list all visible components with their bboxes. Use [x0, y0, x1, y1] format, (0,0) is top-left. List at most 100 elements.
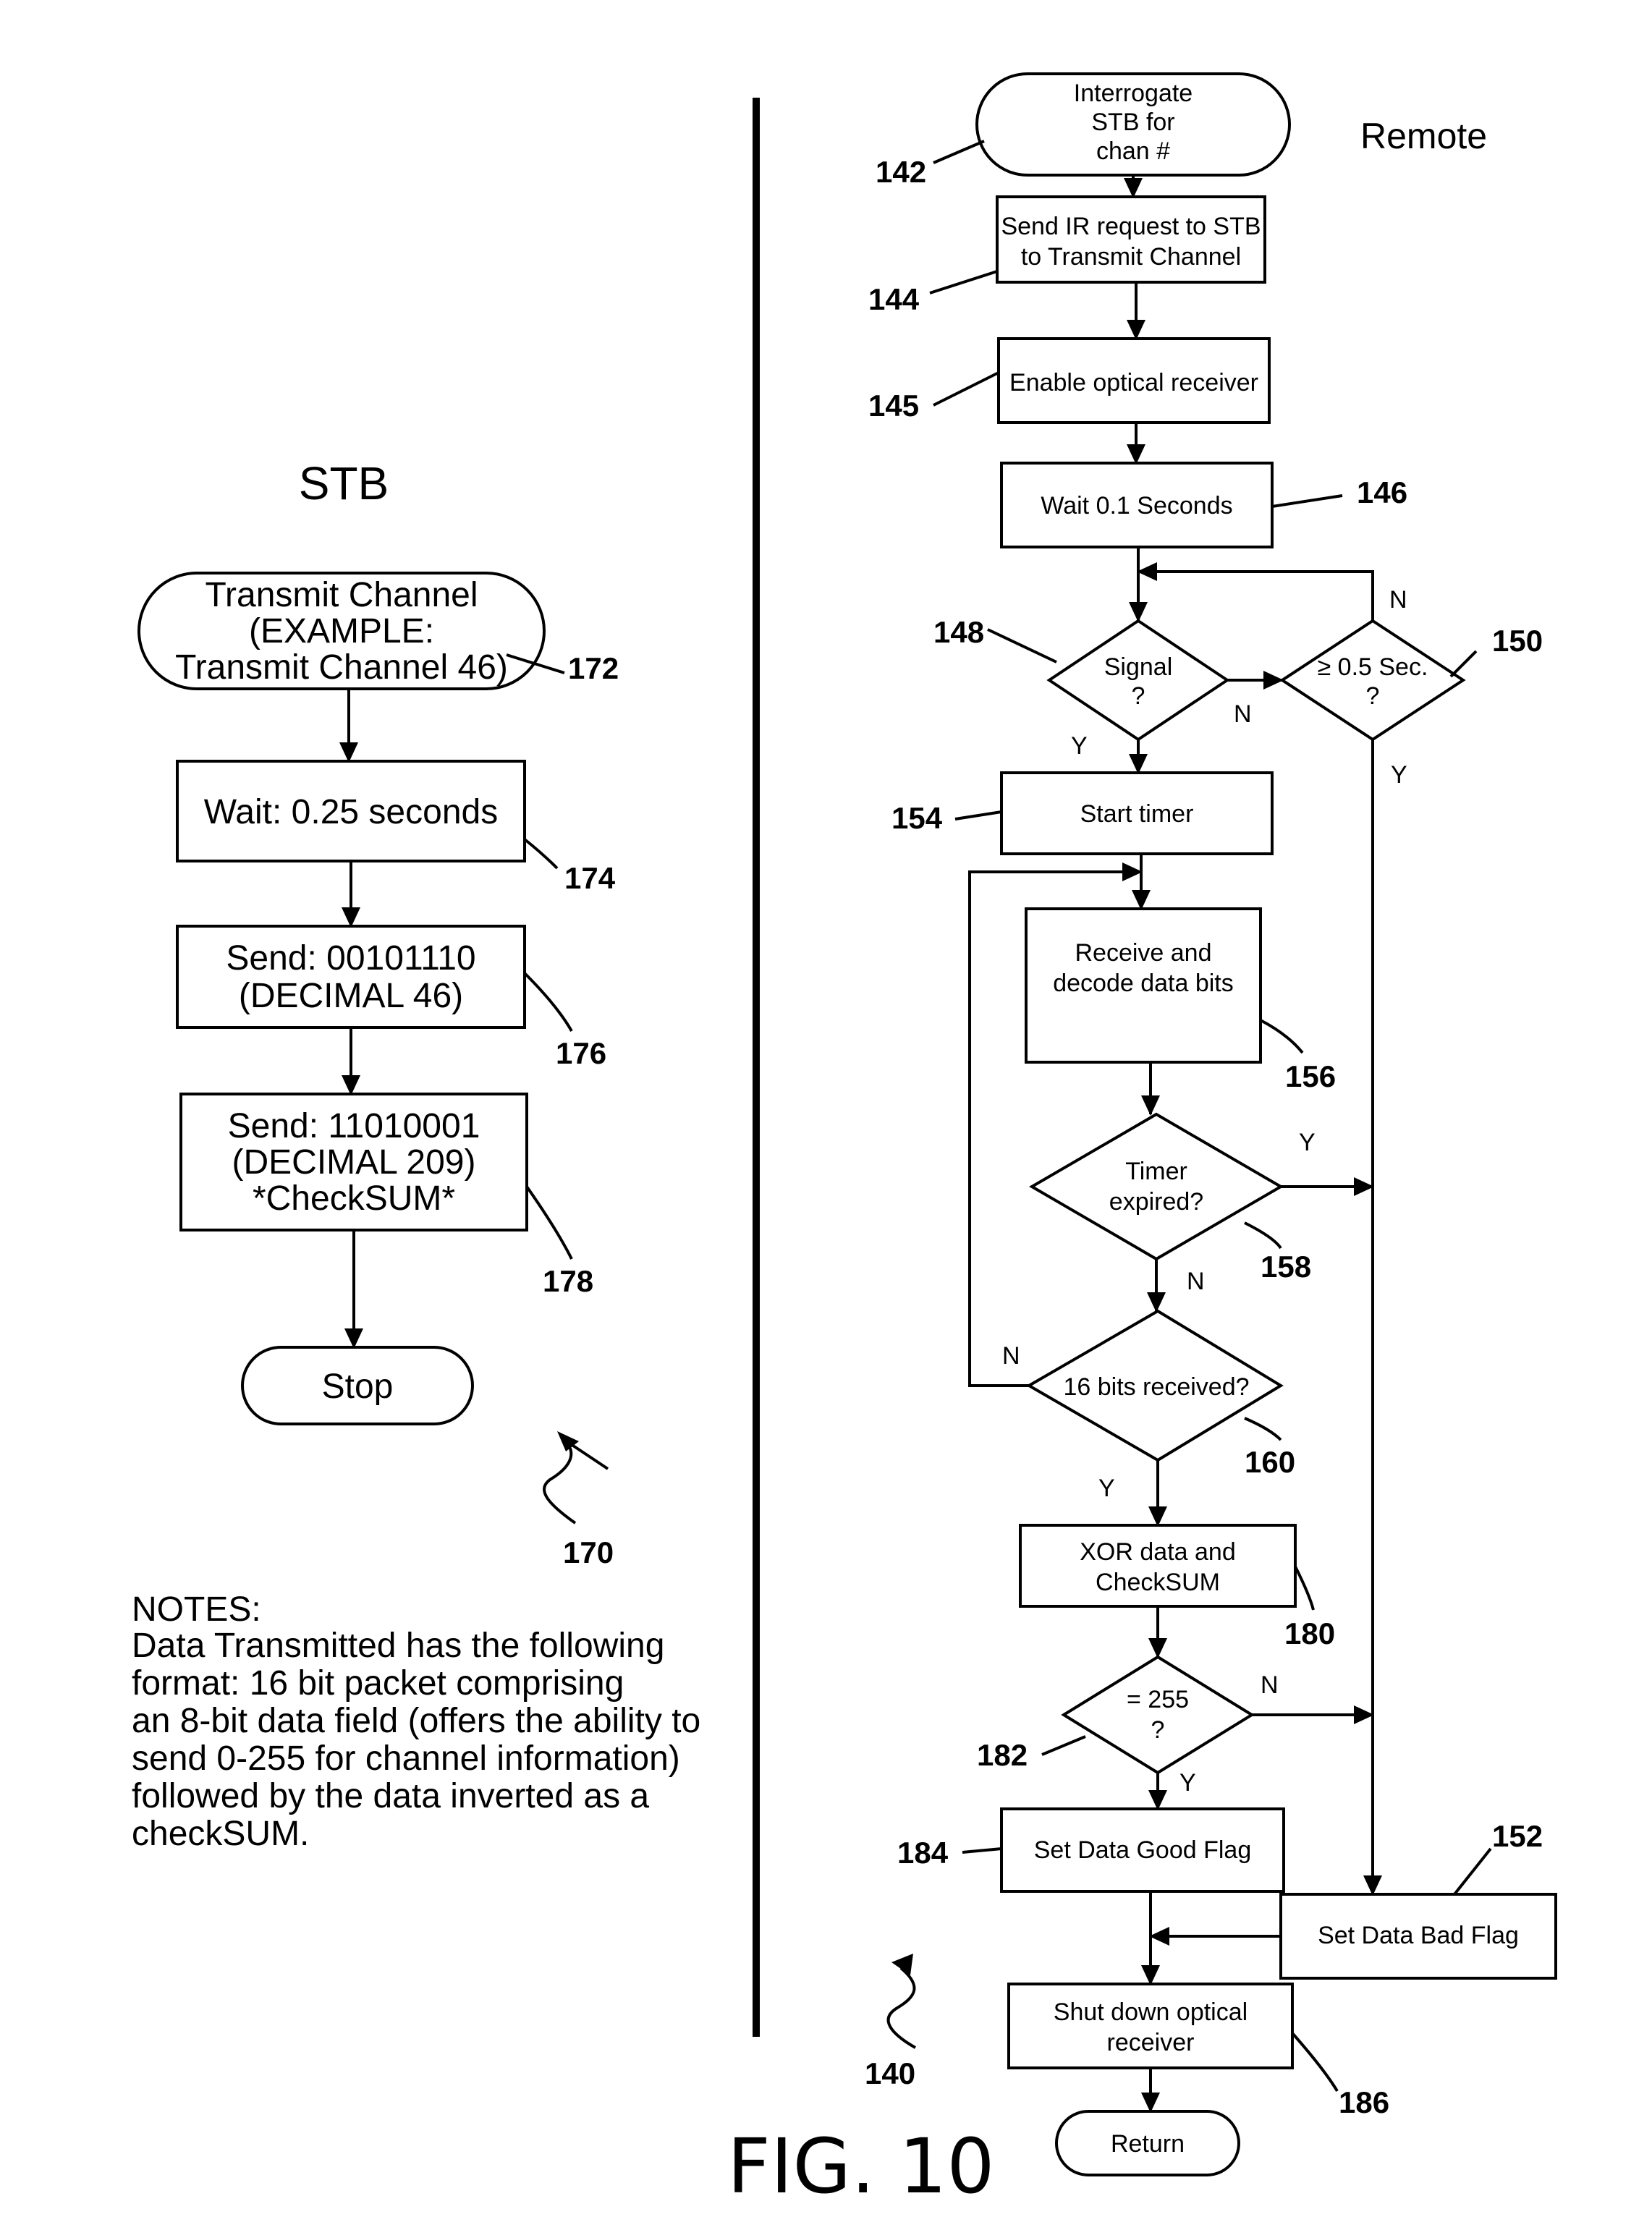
stb-checksum-line-3: *CheckSUM* [253, 1179, 455, 1218]
leader-176 [525, 973, 572, 1031]
eq255-line-1: = 255 [1127, 1686, 1189, 1713]
timeout-line-1: ≥ 0.5 Sec. [1318, 653, 1428, 681]
flow-squiggle-140 [889, 1968, 915, 2048]
leader-150 [1451, 651, 1476, 677]
xor-line-1: XOR data and [1080, 1538, 1235, 1566]
notes-line-2: format: 16 bit packet comprising [132, 1664, 624, 1703]
ref-186: 186 [1339, 2085, 1389, 2119]
start-timer-label: Start timer [1080, 800, 1194, 828]
remote-send-ir-box: Send IR request to STB to Transmit Chann… [997, 197, 1265, 282]
notes-line-5: followed by the data inverted as a [132, 1777, 649, 1815]
leader-152 [1454, 1849, 1491, 1894]
leader-184 [962, 1849, 1001, 1852]
leader-178 [527, 1187, 572, 1259]
signal-line-1: Signal [1104, 653, 1173, 681]
start-timer-box: Start timer [1001, 773, 1272, 854]
label-bits-yes: Y [1098, 1475, 1115, 1502]
stb-checksum-line-2: (DECIMAL 209) [232, 1143, 476, 1182]
remote-enable-box: Enable optical receiver [999, 339, 1269, 423]
enable-label: Enable optical receiver [1009, 369, 1258, 397]
good-flag-box: Set Data Good Flag [1001, 1809, 1284, 1891]
ref-156: 156 [1285, 1059, 1336, 1093]
stb-start-terminator: Transmit Channel (EXAMPLE: Transmit Chan… [139, 573, 544, 689]
receive-line-1: Receive and [1075, 939, 1211, 967]
send-ir-line-1: Send IR request to STB [1001, 213, 1261, 240]
remote-wait-label: Wait 0.1 Seconds [1041, 492, 1232, 520]
leader-186 [1292, 2033, 1337, 2091]
remote-heading: Remote [1360, 116, 1487, 156]
stb-start-line-3: Transmit Channel 46) [175, 648, 508, 687]
ref-152: 152 [1492, 1819, 1543, 1853]
label-bits-no: N [1002, 1342, 1020, 1370]
leader-180 [1295, 1566, 1313, 1610]
leader-148 [988, 629, 1056, 662]
ref-178: 178 [543, 1264, 593, 1298]
notes-line-1: Data Transmitted has the following [132, 1627, 664, 1665]
interrogate-line-1: Interrogate [1074, 80, 1193, 107]
notes-line-6: checkSUM. [132, 1815, 309, 1853]
xor-line-2: CheckSUM [1096, 1569, 1220, 1596]
interrogate-line-2: STB for [1091, 109, 1174, 136]
bad-flag-label: Set Data Bad Flag [1318, 1922, 1519, 1949]
ref-148: 148 [933, 615, 984, 649]
label-timeout-no: N [1389, 586, 1407, 614]
eq255-decision: = 255 ? [1064, 1657, 1252, 1773]
ref-180: 180 [1284, 1616, 1335, 1650]
label-timer-no: N [1187, 1268, 1205, 1295]
remote-wait-box: Wait 0.1 Seconds [1001, 463, 1272, 547]
signal-line-2: ? [1132, 682, 1145, 710]
signal-decision: Signal ? [1049, 621, 1227, 739]
ref-142: 142 [876, 155, 926, 189]
stb-stop-label: Stop [322, 1368, 394, 1406]
leader-174 [525, 839, 557, 868]
leader-142 [933, 141, 984, 163]
bits-received-label: 16 bits received? [1063, 1373, 1249, 1401]
shutdown-line-1: Shut down optical [1054, 1998, 1248, 2026]
ref-146: 146 [1357, 475, 1407, 509]
leader-144 [930, 271, 997, 293]
timeout-decision: ≥ 0.5 Sec. ? [1282, 621, 1463, 739]
ref-174: 174 [564, 861, 616, 895]
ref-160: 160 [1245, 1445, 1295, 1479]
stb-wait-label: Wait: 0.25 seconds [204, 793, 498, 831]
receive-line-2: decode data bits [1053, 970, 1234, 997]
timeout-line-2: ? [1366, 682, 1380, 710]
stb-heading: STB [299, 457, 389, 509]
label-signal-no: N [1234, 700, 1252, 728]
leader-145 [933, 373, 999, 405]
notes-heading: NOTES: [132, 1590, 261, 1629]
label-signal-yes: Y [1071, 732, 1088, 760]
bad-flag-box: Set Data Bad Flag [1281, 1894, 1556, 1978]
label-eq-yes: Y [1179, 1769, 1196, 1797]
shutdown-box: Shut down optical receiver [1009, 1984, 1292, 2068]
ref-176: 176 [556, 1036, 606, 1070]
squiggle-140-head [891, 1954, 913, 1975]
stb-send-data-line-1: Send: 00101110 [226, 939, 475, 978]
ref-158: 158 [1261, 1250, 1311, 1284]
ref-182: 182 [977, 1738, 1028, 1772]
leader-160 [1245, 1418, 1281, 1440]
ref-184: 184 [897, 1836, 949, 1870]
eq255-line-2: ? [1151, 1716, 1165, 1744]
good-flag-label: Set Data Good Flag [1034, 1836, 1252, 1864]
leader-158 [1245, 1223, 1281, 1248]
stb-wait-box: Wait: 0.25 seconds [177, 761, 525, 861]
remote-interrogate-terminator: Interrogate STB for chan # [977, 74, 1289, 175]
label-timer-yes: Y [1299, 1129, 1316, 1156]
stb-send-data-line-2: (DECIMAL 46) [239, 977, 463, 1015]
bits-received-decision: 16 bits received? [1029, 1311, 1281, 1460]
label-timeout-yes: Y [1391, 761, 1407, 789]
stb-stop-terminator: Stop [242, 1347, 473, 1424]
stb-checksum-line-1: Send: 11010001 [228, 1107, 480, 1145]
stb-start-line-2: (EXAMPLE: [249, 612, 434, 650]
return-terminator: Return [1056, 2111, 1239, 2175]
ref-140: 140 [865, 2056, 915, 2090]
stb-send-data-box: Send: 00101110 (DECIMAL 46) [177, 926, 525, 1027]
return-label: Return [1111, 2130, 1185, 2158]
notes-block: NOTES: Data Transmitted has the followin… [132, 1590, 700, 1853]
receive-decode-box: Receive and decode data bits [1026, 909, 1261, 1062]
shutdown-line-2: receiver [1107, 2029, 1195, 2056]
timer-expired-line-2: expired? [1109, 1188, 1203, 1216]
xor-box: XOR data and CheckSUM [1020, 1525, 1295, 1606]
